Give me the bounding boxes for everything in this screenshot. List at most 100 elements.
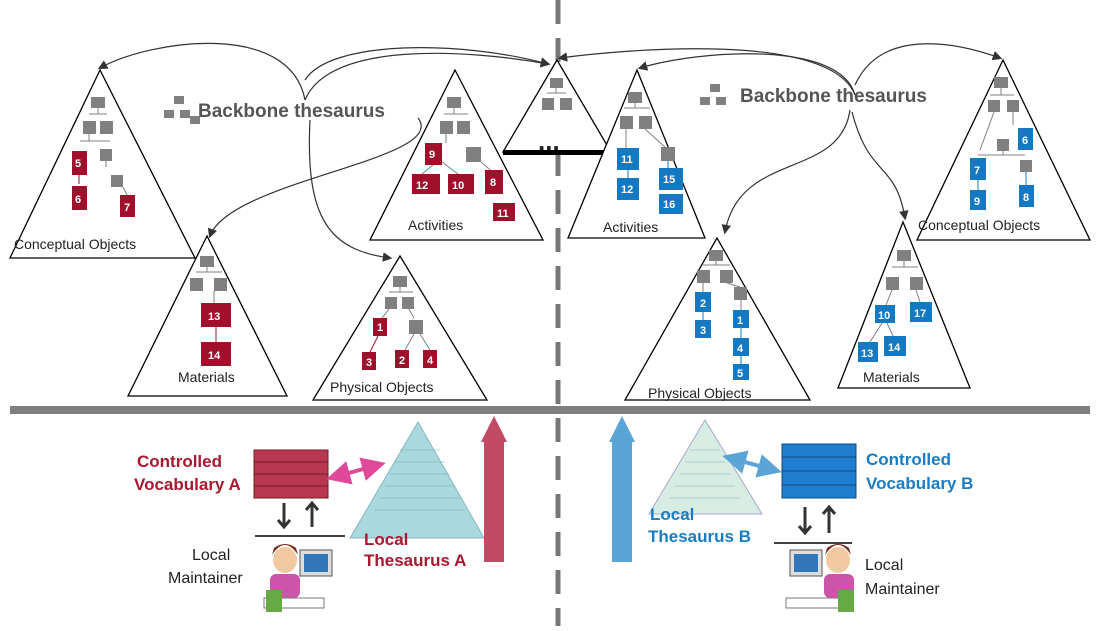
label-physical-objects-left: Physical Objects xyxy=(330,379,433,395)
svg-text:3: 3 xyxy=(366,357,372,369)
svg-text:Controlled: Controlled xyxy=(137,452,222,471)
label-physical-objects-right: Physical Objects xyxy=(648,385,751,401)
svg-text:17: 17 xyxy=(914,308,926,320)
svg-text:15: 15 xyxy=(663,174,675,186)
svg-text:12: 12 xyxy=(416,180,428,192)
svg-text:4: 4 xyxy=(737,343,744,355)
svg-text:7: 7 xyxy=(974,165,980,177)
node-blue xyxy=(875,305,895,323)
maintainer-icon xyxy=(263,544,333,612)
node-blue xyxy=(1018,128,1033,150)
label-conceptual-objects-right: Conceptual Objects xyxy=(918,217,1040,233)
node-red xyxy=(485,170,503,194)
node-red xyxy=(423,350,437,368)
node-blue xyxy=(858,342,878,362)
local-thesaurus-b-icon xyxy=(648,419,763,515)
node-red xyxy=(362,352,376,370)
svg-text:Thesaurus A: Thesaurus A xyxy=(364,551,466,570)
node-blue xyxy=(1019,185,1034,207)
svg-text:13: 13 xyxy=(861,348,873,360)
upload-arrow-a xyxy=(481,416,507,562)
tree-physical-objects-right: 2 3 1 4 5 Physical Objects xyxy=(623,236,812,401)
maintainer-label-a: Local Maintainer xyxy=(168,547,243,587)
node-blue xyxy=(970,158,986,180)
svg-text:Thesaurus B: Thesaurus B xyxy=(648,527,751,546)
svg-text:4: 4 xyxy=(427,355,434,367)
horizontal-separator xyxy=(10,406,1090,414)
svg-text:2: 2 xyxy=(700,298,706,310)
svg-text:1: 1 xyxy=(737,315,743,327)
local-thesaurus-b-label: Local Thesaurus B xyxy=(648,505,751,546)
sync-arrow-b xyxy=(722,450,782,478)
svg-text:Backbone thesaurus: Backbone thesaurus xyxy=(740,86,927,107)
svg-text:9: 9 xyxy=(974,196,980,208)
svg-text:14: 14 xyxy=(208,350,221,362)
node-red xyxy=(412,174,440,194)
node-blue xyxy=(884,336,906,356)
svg-text:9: 9 xyxy=(429,149,435,161)
svg-text:12: 12 xyxy=(621,184,633,196)
svg-text:13: 13 xyxy=(208,311,220,323)
label-conceptual-objects-left: Conceptual Objects xyxy=(14,236,136,252)
node-blue xyxy=(733,310,749,328)
label-activities-right: Activities xyxy=(603,219,658,235)
svg-text:Maintainer: Maintainer xyxy=(865,581,940,598)
svg-text:Maintainer: Maintainer xyxy=(168,570,243,587)
svg-text:Local: Local xyxy=(192,547,230,564)
tree-conceptual-objects-left: 5 6 7 Conceptual Objects xyxy=(8,68,197,259)
node-red xyxy=(448,174,474,194)
sync-arrow-a xyxy=(326,457,386,485)
svg-text:Vocabulary A: Vocabulary A xyxy=(134,475,241,494)
svg-text:10: 10 xyxy=(878,310,890,322)
svg-text:Controlled: Controlled xyxy=(866,450,951,469)
node-blue xyxy=(733,338,749,356)
node-red xyxy=(72,186,87,210)
svg-text:10: 10 xyxy=(452,180,464,192)
svg-text:8: 8 xyxy=(1023,192,1029,204)
controlled-vocabulary-a: Controlled Vocabulary A xyxy=(134,449,329,499)
node-blue xyxy=(617,178,639,200)
node-blue xyxy=(695,292,711,312)
tree-activities-left: 9 12 10 8 11 Activities xyxy=(368,68,545,241)
svg-text:11: 11 xyxy=(497,208,509,220)
node-blue xyxy=(659,194,683,214)
hierarchy-icon xyxy=(700,84,726,105)
node-red xyxy=(493,203,515,221)
backbone-label-right: Backbone thesaurus xyxy=(700,84,927,107)
tree-materials-left: 13 14 Materials xyxy=(126,234,289,397)
svg-text:7: 7 xyxy=(124,202,130,214)
maintainer-arrows-a xyxy=(276,500,320,530)
svg-text:Local: Local xyxy=(650,505,694,524)
svg-text:16: 16 xyxy=(663,199,675,211)
node-blue xyxy=(659,168,683,190)
svg-text:Local: Local xyxy=(364,530,408,549)
tree-conceptual-objects-right: 6 7 9 8 Conceptual Objects xyxy=(915,58,1092,241)
ellipsis-label: ... xyxy=(538,126,560,156)
hierarchy-icon xyxy=(164,96,200,124)
local-thesaurus-a-label: Local Thesaurus A xyxy=(364,530,466,570)
tree-more-center: ... xyxy=(501,58,613,156)
upload-arrow-b xyxy=(609,416,635,562)
node-red xyxy=(201,342,231,366)
svg-text:3: 3 xyxy=(700,325,706,337)
svg-text:14: 14 xyxy=(888,342,901,354)
label-materials-right: Materials xyxy=(863,369,920,385)
node-red xyxy=(395,350,409,368)
node-blue xyxy=(733,364,749,380)
svg-text:6: 6 xyxy=(75,194,81,206)
svg-text:Backbone thesaurus: Backbone thesaurus xyxy=(198,101,385,122)
node-blue xyxy=(970,190,986,210)
svg-text:1: 1 xyxy=(377,322,383,334)
controlled-vocabulary-b: Controlled Vocabulary B xyxy=(781,443,973,499)
node-red xyxy=(120,195,135,217)
node-blue xyxy=(910,302,932,322)
svg-text:5: 5 xyxy=(737,368,743,380)
node-red xyxy=(373,318,387,336)
label-materials-left: Materials xyxy=(178,369,235,385)
node-blue xyxy=(695,320,711,338)
backbone-arrows-right xyxy=(557,43,1003,235)
maintainer-label-b: Local Maintainer xyxy=(865,557,940,598)
node-red xyxy=(425,143,442,165)
node-red xyxy=(201,303,231,327)
